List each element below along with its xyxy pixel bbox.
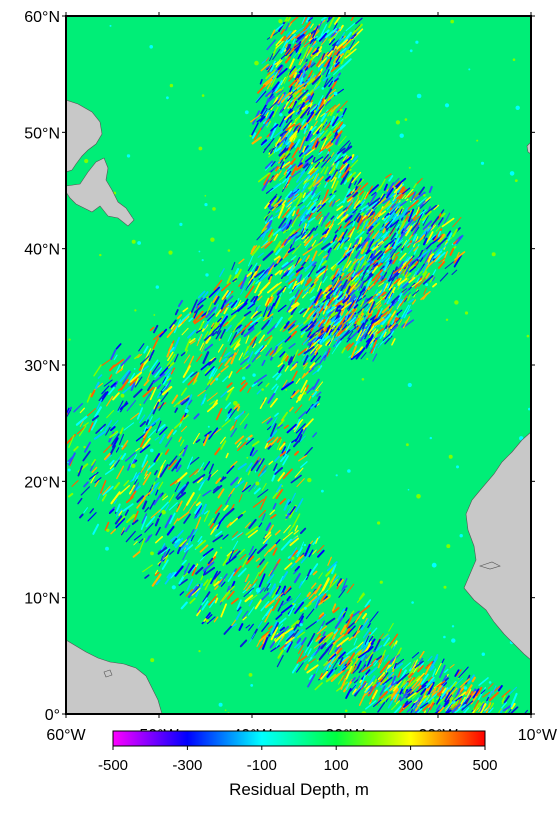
land-south-america — [66, 639, 163, 714]
land-layer — [66, 99, 531, 714]
land-labrador — [66, 99, 103, 173]
colorbar-tick-label: -500 — [98, 757, 128, 774]
colorbar-title: Residual Depth, m — [229, 780, 369, 799]
latitude-label: 10°N — [24, 591, 60, 608]
land-northwest-africa — [463, 431, 531, 661]
latitude-label: 0° — [45, 707, 60, 724]
colorbar-gradient — [112, 730, 486, 747]
latitude-label: 20°N — [24, 474, 60, 491]
colorbar-tick-label: 100 — [324, 757, 349, 774]
colorbar: -500 -300 -100 100 300 500 Residual Depth, m — [98, 730, 498, 799]
colorbar-tick-labels: -500 -300 -100 100 300 500 — [98, 757, 498, 774]
latitude-label: 40°N — [24, 242, 60, 259]
longitude-ticks — [65, 12, 532, 718]
latitude-ticks — [62, 15, 535, 715]
latitude-label: 50°N — [24, 125, 60, 142]
longitude-label: 60°W — [46, 727, 86, 744]
residual-anomaly-layer — [66, 16, 531, 714]
colorbar-ticks — [112, 746, 486, 750]
land-islet-2 — [103, 669, 113, 678]
latitude-labels: 60°N 50°N 40°N 30°N 20°N 10°N 0° — [24, 9, 60, 724]
land-islet-1 — [479, 561, 501, 570]
latitude-label: 30°N — [24, 358, 60, 375]
colorbar-tick-label: 500 — [472, 757, 497, 774]
land-newfoundland — [66, 157, 135, 227]
colorbar-tick-label: -100 — [247, 757, 277, 774]
colorbar-tick-label: 300 — [398, 757, 423, 774]
latitude-label: 60°N — [24, 9, 60, 26]
map-panel: 60°N50°N40°N30°N20°N10°N0° 60°W50°W40°W3… — [24, 9, 557, 744]
longitude-label: 10°W — [518, 727, 557, 744]
colorbar-tick-label: -300 — [172, 757, 202, 774]
